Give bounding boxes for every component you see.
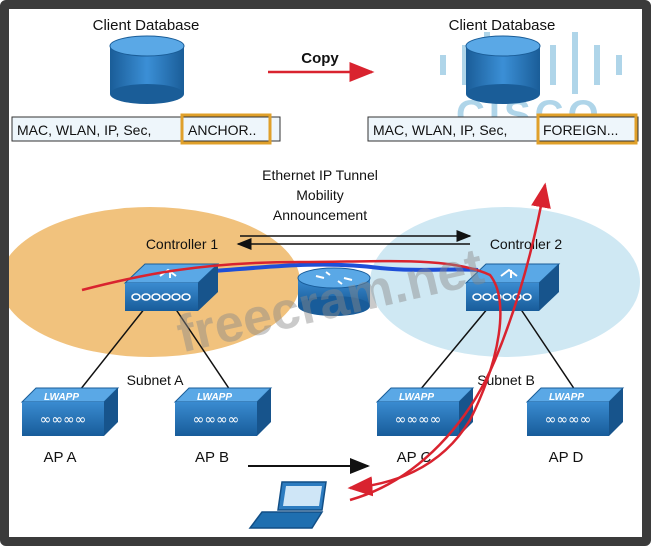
tag-box-right xyxy=(536,113,638,145)
traffic-path-red-2 xyxy=(349,182,551,502)
ap-a-icon: LWAPP ∞∞∞∞ xyxy=(20,387,120,436)
tag-left: ANCHOR.. xyxy=(188,122,256,138)
client-database-left: Client Database MAC, WLAN, IP, Sec, ANCH… xyxy=(11,17,281,145)
svg-text:∞∞∞∞: ∞∞∞∞ xyxy=(40,412,87,428)
tunnel-label-line3: Announcement xyxy=(273,207,367,223)
svg-text:∞∞∞∞: ∞∞∞∞ xyxy=(193,412,240,428)
traffic-path-red-1 xyxy=(81,259,502,497)
subnet-a-label: Subnet A xyxy=(127,372,184,388)
copy-label: Copy xyxy=(301,50,339,67)
controller1-label: Controller 1 xyxy=(146,236,219,252)
ap-b-icon: LWAPP ∞∞∞∞ xyxy=(173,387,273,436)
router-icon xyxy=(297,267,371,316)
tunnel-label-line1: Ethernet IP Tunnel xyxy=(262,167,378,183)
ap-c-icon: LWAPP ∞∞∞∞ xyxy=(375,387,475,436)
svg-text:∞∞∞∞: ∞∞∞∞ xyxy=(395,412,442,428)
controller2-label: Controller 2 xyxy=(490,236,563,252)
tag-box-left xyxy=(180,113,272,145)
svg-text:∞∞∞∞: ∞∞∞∞ xyxy=(545,412,592,428)
copy-arrow: Copy xyxy=(268,50,375,82)
uplink-lines xyxy=(79,307,576,391)
record-right: MAC, WLAN, IP, Sec, xyxy=(373,122,507,138)
ap-d-badge: LWAPP xyxy=(549,392,584,403)
record-left: MAC, WLAN, IP, Sec, xyxy=(17,122,151,138)
database-cylinder-left-icon xyxy=(109,35,185,104)
tunnel-label-line2: Mobility xyxy=(296,187,343,203)
client-database-right: Client Database MAC, WLAN, IP, Sec, FORE… xyxy=(367,17,639,145)
ap-a-badge: LWAPP xyxy=(44,392,79,403)
subnet-b-label: Subnet B xyxy=(477,372,535,388)
ap-b-label: AP B xyxy=(195,449,229,466)
client-db-left-title: Client Database xyxy=(93,17,200,34)
tunnel-path-blue xyxy=(199,262,479,274)
client-db-right-title: Client Database xyxy=(449,17,556,34)
ap-b-badge: LWAPP xyxy=(197,392,232,403)
record-box-left xyxy=(11,116,281,142)
ap-a-label: AP A xyxy=(43,449,76,466)
ap-c-badge: LWAPP xyxy=(399,392,434,403)
record-box-right xyxy=(367,116,639,142)
ap-d-label: AP D xyxy=(549,449,584,466)
tunnel-annotation: Ethernet IP Tunnel Mobility Announcement xyxy=(236,167,472,250)
database-cylinder-right-icon xyxy=(465,35,541,104)
laptop-icon xyxy=(248,481,327,529)
tag-right: FOREIGN... xyxy=(543,122,618,138)
ap-d-icon: LWAPP ∞∞∞∞ xyxy=(525,387,625,436)
